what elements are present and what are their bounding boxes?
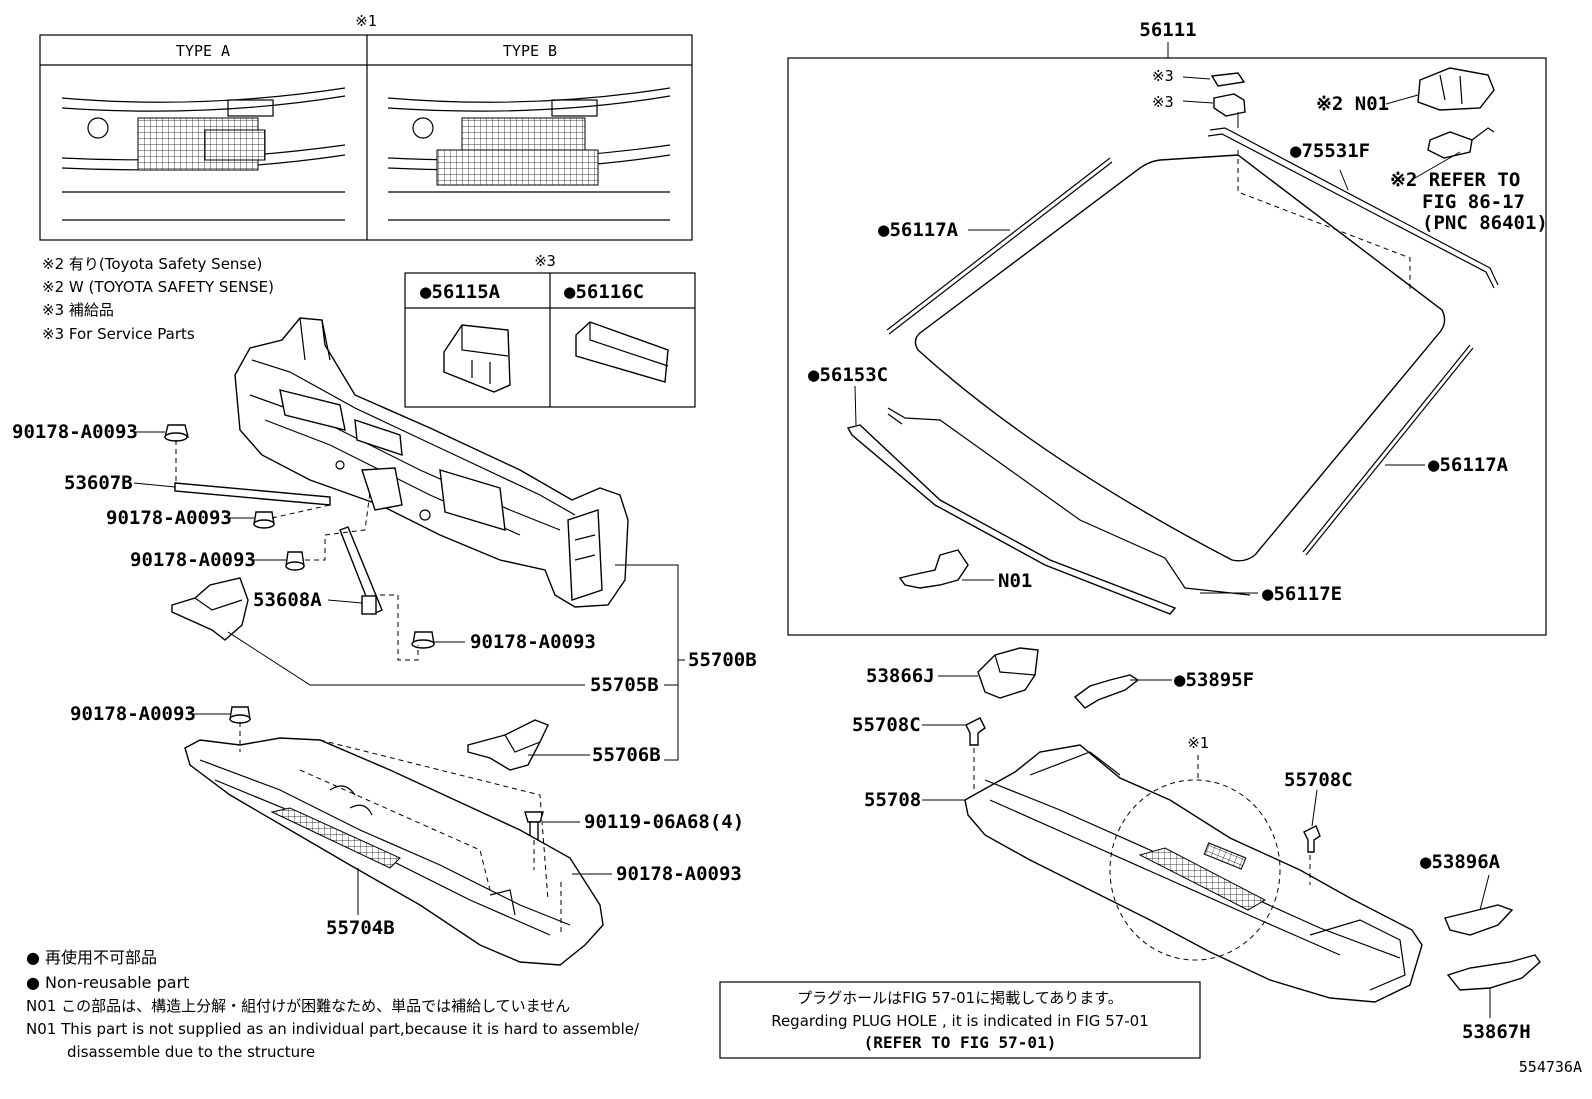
windshield-group: 56111 ※3 ※ [787, 19, 1548, 636]
service-col1: ●56115A [420, 281, 501, 303]
service-table: ※3 ●56115A ●56116C [404, 252, 696, 408]
label-refer-2: FIG 86-17 [1422, 191, 1525, 213]
molding-56117e [887, 407, 1251, 596]
note-1: ※2 有り(Toyota Safety Sense) [42, 255, 262, 273]
label-refer-1: ※2 REFER TO [1390, 169, 1520, 191]
label-bracket-53896a: ●53896A [1420, 851, 1501, 873]
label-bracket-53895f: ●53895F [1174, 669, 1254, 691]
label-bolt-2: 90178-A0093 [106, 507, 232, 529]
brace-53608a [339, 526, 383, 615]
label-n01-top: ※2 N01 [1316, 93, 1389, 115]
label-molding-56153c: ●56153C [808, 364, 888, 386]
brace-53607b [174, 482, 331, 506]
cowl-louver-55704b [184, 737, 604, 966]
type-table: ※1 TYPE A TYPE B [39, 12, 693, 241]
right-cowl-group: ※1 53866J ●53895F 55708C 55708 55708C ●5… [852, 647, 1541, 1043]
type-b-drawing [387, 87, 671, 221]
label-bolt-5: 90178-A0093 [70, 703, 196, 725]
label-n01-bottom: N01 [998, 570, 1032, 592]
note-3: ※3 補給品 [42, 301, 114, 319]
label-cowl-55700b: 55700B [688, 649, 757, 671]
label-mark3b: ※3 [1152, 93, 1174, 111]
service-table-mark: ※3 [534, 252, 556, 270]
label-molding-56117a-left: ●56117A [878, 219, 959, 241]
label-mark3a: ※3 [1152, 67, 1174, 85]
bolt-icon-4 [411, 631, 435, 649]
windshield-box [787, 57, 1547, 636]
label-cowl-vent-55708: 55708 [864, 789, 921, 811]
molding-75531f [1207, 127, 1499, 289]
plug-line-1: プラグホールはFIG 57-01に掲載してあります。 [797, 989, 1123, 1007]
legend: ● 再使用不可部品 ● Non-reusable part N01 この部品は、… [26, 948, 640, 1061]
type-b-header: TYPE B [503, 42, 557, 60]
type-detail-circle [1109, 779, 1281, 961]
type-a-drawing [61, 87, 346, 221]
plug-line-3: (REFER TO FIG 57-01) [864, 1033, 1057, 1052]
figure-id: 554736A [1519, 1058, 1582, 1076]
bracket-53867h [1446, 954, 1541, 991]
clip-56115a-drawing [443, 324, 511, 393]
legend-line-2: ● Non-reusable part [26, 973, 189, 992]
legend-line-1: ● 再使用不可部品 [26, 948, 157, 967]
label-windshield-56111: 56111 [1139, 19, 1196, 41]
label-brace-53607b: 53607B [64, 472, 133, 494]
bolt-icon-1 [164, 424, 189, 442]
clip-icon-55708c-2 [1303, 825, 1321, 853]
clip-icon-55708c-1 [965, 717, 986, 746]
n01-bracket-bottom [898, 549, 969, 589]
label-molding-56117a-right: ●56117A [1428, 454, 1509, 476]
bolt-icon-5 [229, 706, 251, 724]
bracket-53895f [1073, 674, 1140, 709]
plug-hole-notice: プラグホールはFIG 57-01に掲載してあります。 Regarding PLU… [719, 981, 1201, 1059]
clip-icon-2 [1213, 93, 1246, 117]
left-leaders [133, 431, 685, 915]
molding-56117a-left [886, 157, 1113, 335]
label-bracket-55705b: 55705B [590, 674, 659, 696]
clip-icon-1 [1210, 72, 1246, 87]
legend-line-3: N01 この部品は、構造上分解・組付けが困難なため、単品では補給していません [26, 997, 570, 1015]
note-2: ※2 W (TOYOTA SAFETY SENSE) [42, 278, 274, 296]
legend-line-4: N01 This part is not supplied as an indi… [26, 1020, 640, 1038]
label-molding-56117e: ●56117E [1262, 583, 1342, 605]
bracket-53896a [1444, 904, 1514, 936]
label-bracket-53867h: 53867H [1462, 1021, 1531, 1043]
left-dashed-leaders [175, 440, 562, 935]
bolt-icon-2 [253, 511, 275, 529]
label-bolt-1: 90178-A0093 [12, 421, 138, 443]
type-table-mark: ※1 [355, 12, 377, 30]
sensor-86401 [1427, 131, 1473, 159]
label-mark1: ※1 [1187, 734, 1209, 752]
label-bolt-3: 90178-A0093 [130, 549, 256, 571]
type-a-header: TYPE A [176, 42, 230, 60]
label-screw: 90119-06A68(4) [584, 811, 744, 833]
note-4: ※3 For Service Parts [42, 325, 195, 343]
legend-line-5: disassemble due to the structure [67, 1043, 315, 1061]
bracket-55706b [467, 719, 549, 771]
windshield-glass [914, 154, 1446, 562]
label-bolt-6: 90178-A0093 [616, 863, 742, 885]
label-refer-3: (PNC 86401) [1422, 212, 1548, 234]
label-bolt-4: 90178-A0093 [470, 631, 596, 653]
cowl-panel-55700b [234, 317, 629, 608]
label-clip-55708c-1: 55708C [852, 714, 921, 736]
n01-camera-bracket-top [1417, 67, 1495, 111]
label-clip-55708c-2: 55708C [1284, 769, 1353, 791]
label-molding-75531f: ●75531F [1290, 140, 1370, 162]
label-brace-53608a: 53608A [253, 589, 322, 611]
left-labels: 90178-A0093 53607B 90178-A0093 90178-A00… [12, 421, 757, 939]
notes: ※2 有り(Toyota Safety Sense) ※2 W (TOYOTA … [42, 255, 274, 343]
molding-56153c [846, 424, 1177, 615]
label-bracket-53866j: 53866J [866, 665, 935, 687]
bolt-icon-3 [285, 551, 305, 571]
label-louver-55704b: 55704B [326, 917, 395, 939]
label-bracket-55706b: 55706B [592, 744, 661, 766]
molding-56117a-right [1302, 344, 1474, 556]
bracket-55705b [171, 577, 249, 641]
plug-line-2: Regarding PLUG HOLE , it is indicated in… [771, 1012, 1149, 1030]
pad-56116c-drawing [575, 321, 669, 383]
service-col2: ●56116C [564, 281, 644, 303]
